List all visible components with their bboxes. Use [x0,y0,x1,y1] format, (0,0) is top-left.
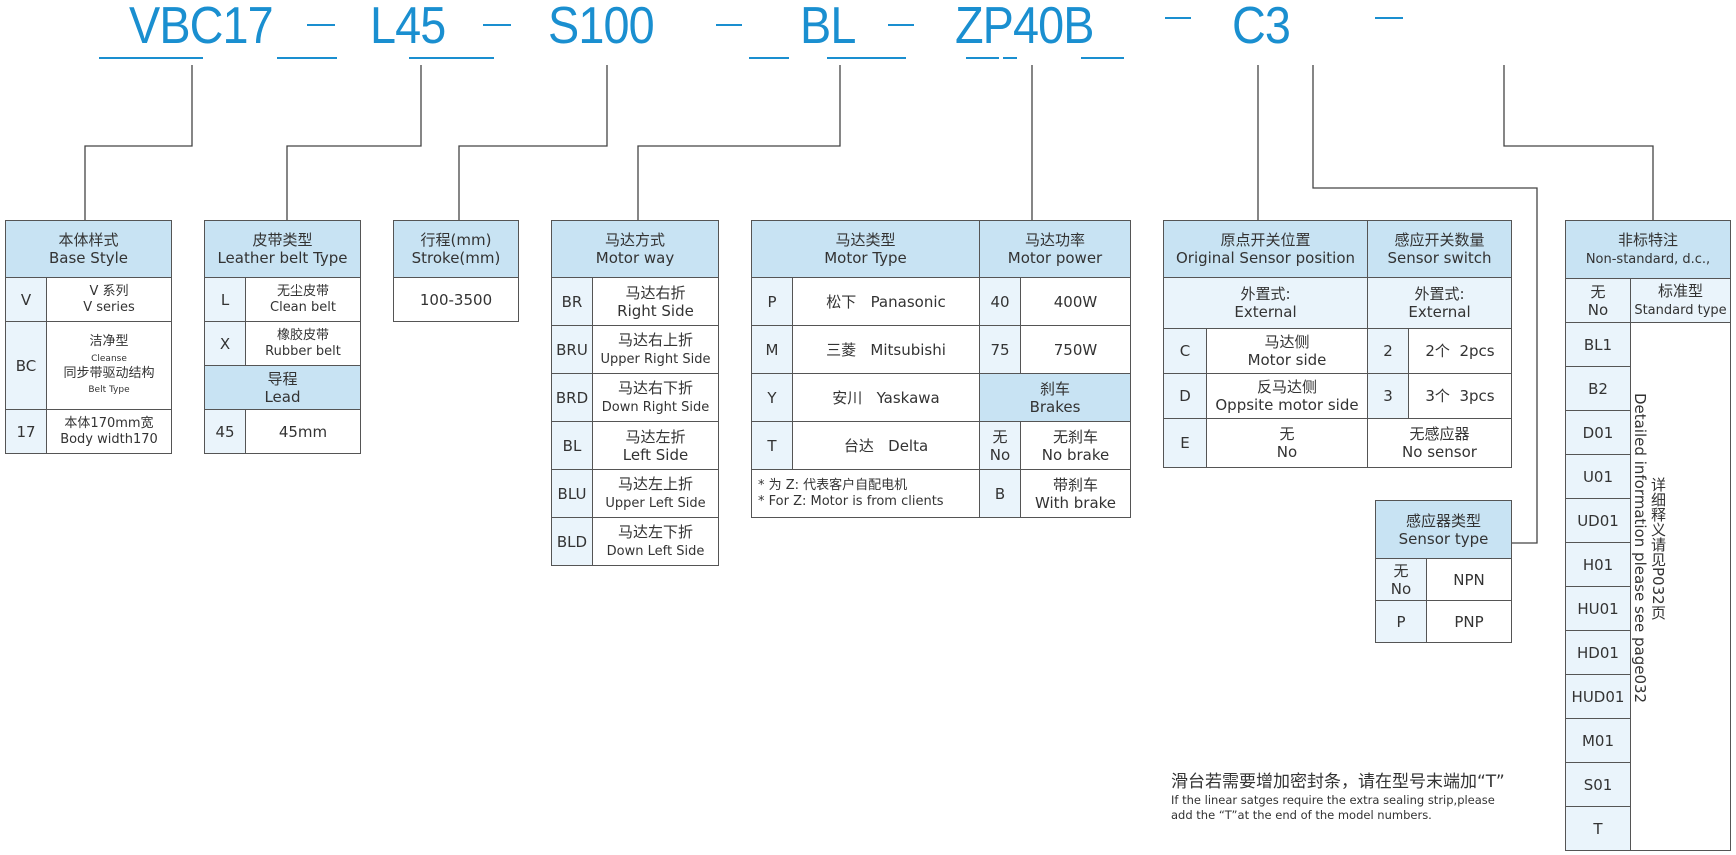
separator-dash [1165,17,1191,19]
model-segment-motor: ZP40B [955,0,1094,55]
underline [1003,57,1017,59]
table-row: UD01 [1565,498,1731,543]
non-standard-code: HUD01 [1565,674,1631,719]
separator-dash [716,24,742,26]
underline [966,57,999,59]
connector-base [84,65,193,220]
model-segment-belt: L45 [370,0,446,55]
table-row: T [1565,806,1731,851]
table-row: HU01 [1565,586,1731,631]
sealing-strip-note: 滑台若需要增加密封条，请在型号末端加“T” If the linear satg… [1171,772,1505,822]
model-segment-base: VBC17 [129,0,274,55]
non-standard-code: T [1565,806,1631,851]
model-segment-stroke: S100 [548,0,655,55]
connector-motor-way [637,65,841,220]
table-row: S01 [1565,762,1731,807]
table-row: D01 [1565,410,1731,455]
non-standard-code: B2 [1565,366,1631,411]
non-standard-code: D01 [1565,410,1631,455]
non-standard-code: U01 [1565,454,1631,499]
table-row: P 松下 Panasonic 40 400W [751,277,1131,326]
table-row: U01 [1565,454,1731,499]
table-row: B2 [1565,366,1731,411]
separator-dash [483,24,511,26]
non-standard-code: H01 [1565,542,1631,587]
underline [749,57,789,59]
model-segment-motor-way: BL [800,0,856,55]
table-row: HD01 [1565,630,1731,675]
connector-belt [286,65,422,220]
underline [99,57,203,59]
separator-dash [307,24,335,26]
stroke-range: 100-3500 [393,277,519,322]
connector-stroke [458,65,608,220]
underline [409,57,494,59]
connector-non-standard [1503,65,1654,220]
stroke-table: 行程(mm)Stroke(mm) 100-3500 [393,220,519,322]
non-standard-code: M01 [1565,718,1631,763]
non-standard-code: UD01 [1565,498,1631,543]
client-motor-note: * 为 Z: 代表客户自配电机* For Z: Motor is from cl… [751,469,980,518]
table-row: * 为 Z: 代表客户自配电机* For Z: Motor is from cl… [751,469,1131,518]
table-row: HUD01 [1565,674,1731,719]
table-row: M 三菱 Mitsubishi 75 750W [751,325,1131,374]
table-row: M01 [1565,718,1731,763]
separator-dash [1375,17,1403,19]
non-standard-code: HU01 [1565,586,1631,631]
connector-sensor-type [1312,65,1538,544]
underline [277,57,337,59]
table-row: H01 [1565,542,1731,587]
non-standard-code: BL1 [1565,322,1631,367]
separator-dash [888,24,914,26]
model-segment-sensor: C3 [1232,0,1291,55]
non-standard-code: HD01 [1565,630,1631,675]
underline [827,57,906,59]
underline [1081,57,1124,59]
non-standard-code: S01 [1565,762,1631,807]
